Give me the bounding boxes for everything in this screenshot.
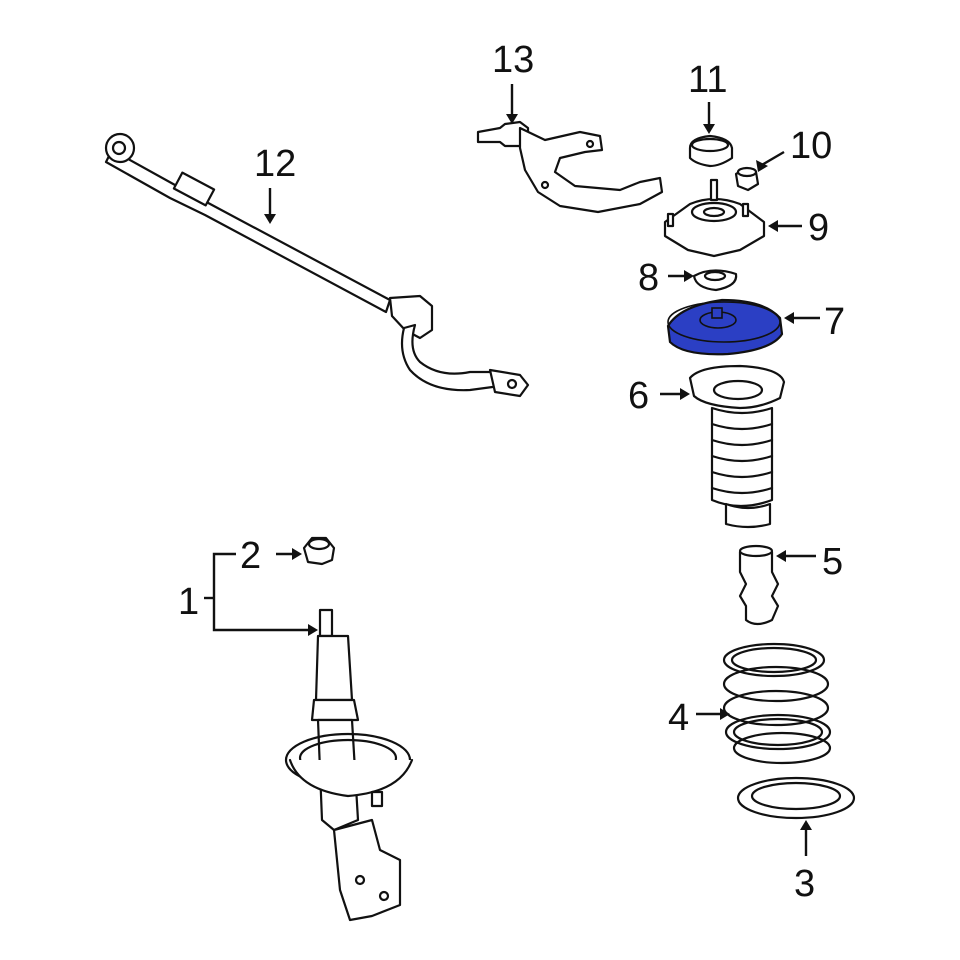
- callout-6-label: 6: [628, 375, 649, 417]
- callout-1-label: 1: [178, 581, 199, 623]
- callout-10-label: 10: [790, 125, 832, 167]
- callout-13-label: 13: [492, 39, 534, 81]
- callout-5-arrow: [776, 550, 816, 562]
- part-2-nut[interactable]: [302, 536, 336, 566]
- callout-5-label: 5: [822, 541, 843, 583]
- callout-7-arrow: [784, 312, 820, 324]
- part-12-stabilizer-bar[interactable]: [104, 132, 530, 398]
- callout-8-arrow: [668, 270, 694, 282]
- part-10-nut[interactable]: [734, 166, 760, 192]
- part-5-bump-stop[interactable]: [738, 544, 780, 626]
- callout-9-arrow: [768, 220, 802, 232]
- callout-1-bracket: [212, 552, 314, 632]
- callout-9-label: 9: [808, 207, 829, 249]
- callout-6-arrow: [660, 388, 690, 400]
- callout-11-arrow: [703, 102, 715, 134]
- part-1-strut-assembly[interactable]: [284, 608, 414, 922]
- part-3-lower-insulator[interactable]: [736, 776, 856, 820]
- callout-4-arrow: [696, 708, 730, 720]
- callout-10-arrow: [756, 150, 785, 172]
- callout-11-label: 11: [688, 59, 727, 101]
- part-6-dust-boot[interactable]: [688, 364, 786, 529]
- callout-2-label: 2: [240, 535, 261, 577]
- callout-8-label: 8: [638, 257, 659, 299]
- callout-7-label: 7: [824, 301, 845, 343]
- part-9-strut-mount[interactable]: [663, 178, 766, 258]
- part-4-coil-spring[interactable]: [722, 642, 832, 765]
- part-8-bearing[interactable]: [692, 269, 738, 292]
- part-13-bracket[interactable]: [476, 120, 664, 214]
- callout-3-label: 3: [794, 863, 815, 905]
- callout-12-label: 12: [254, 143, 296, 185]
- part-11-cap[interactable]: [688, 134, 734, 168]
- callout-1-arrowhead: [308, 624, 318, 636]
- callout-2-arrow: [276, 548, 302, 560]
- callout-13-arrow: [506, 84, 518, 124]
- part-7-spring-seat[interactable]: [666, 298, 784, 356]
- callout-12-arrow: [264, 188, 276, 224]
- callout-3-arrow: [800, 820, 812, 856]
- callout-4-label: 4: [668, 697, 689, 739]
